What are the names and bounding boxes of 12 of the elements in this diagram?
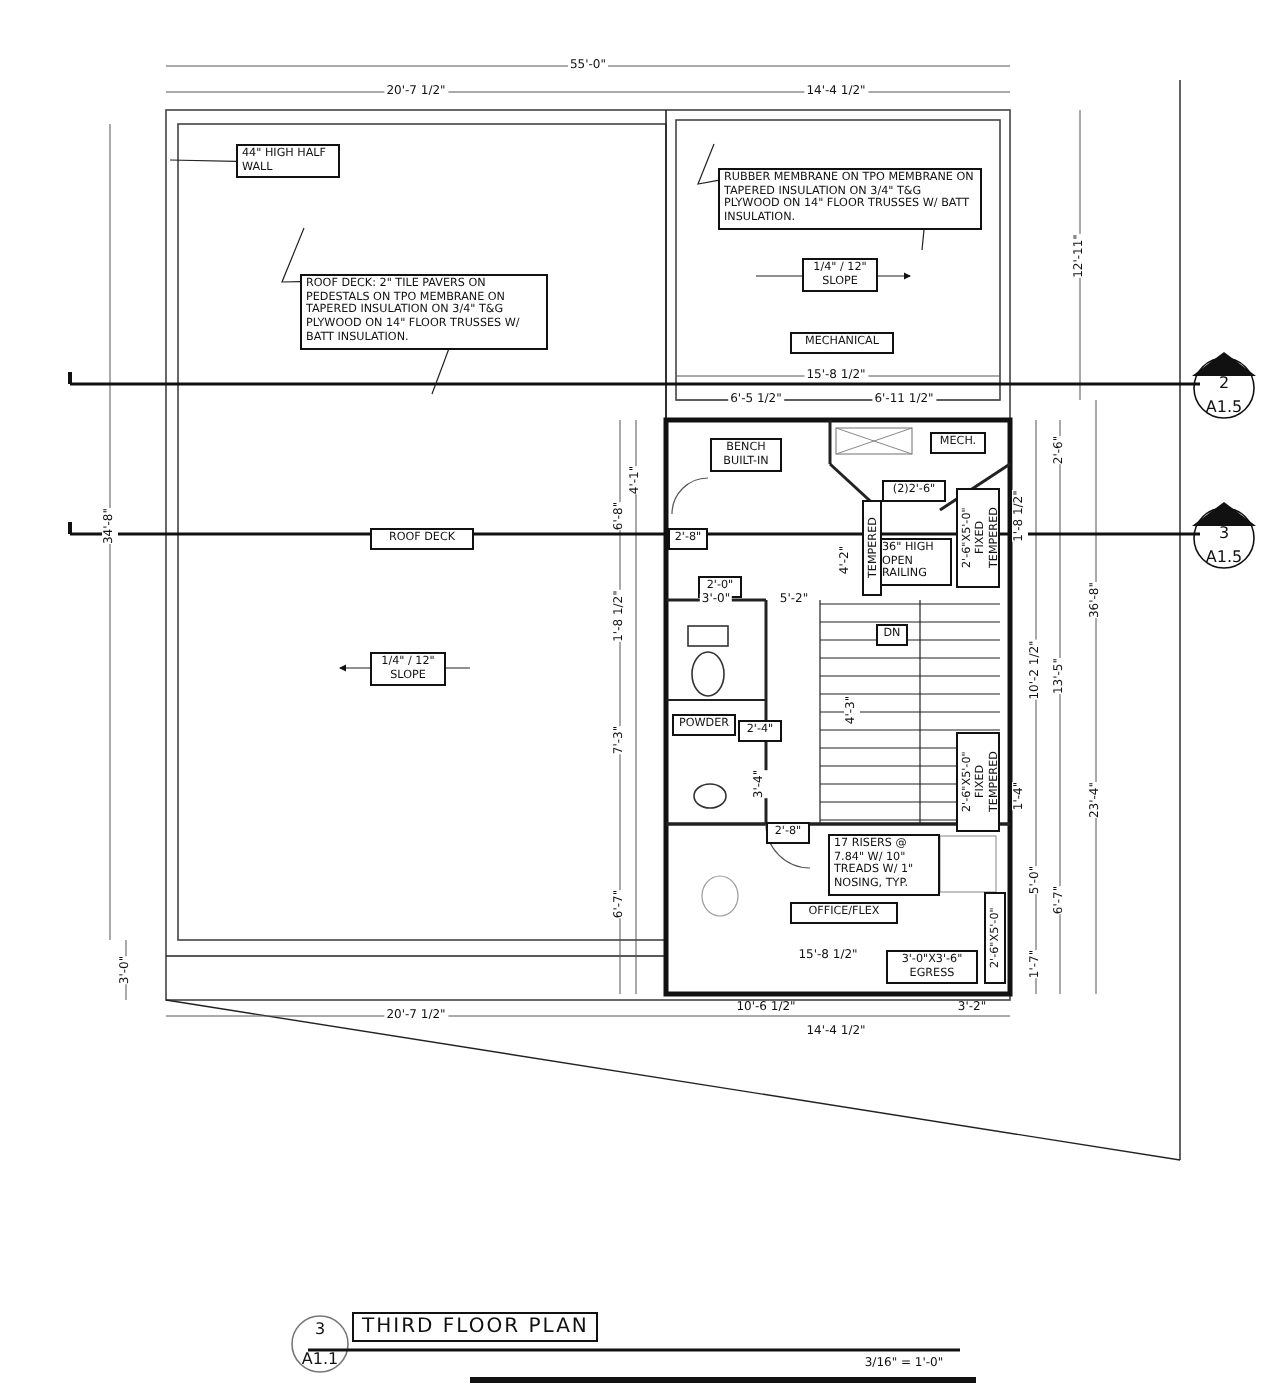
leader-line xyxy=(697,143,719,185)
section-marker-label: 3 xyxy=(1216,526,1232,542)
plan-title: THIRD FLOOR PLAN xyxy=(352,1312,599,1342)
leader-line xyxy=(281,227,305,283)
section-marker-label: 2 xyxy=(1216,376,1232,392)
leader-line xyxy=(921,229,925,251)
leader-line xyxy=(169,159,237,162)
section-marker-label: A1.1 xyxy=(299,1352,341,1368)
section-marker-label: 3 xyxy=(312,1322,328,1338)
section-marker-label: A1.5 xyxy=(1203,550,1245,566)
leader-line xyxy=(431,348,450,395)
section-marker-label: A1.5 xyxy=(1203,400,1245,416)
